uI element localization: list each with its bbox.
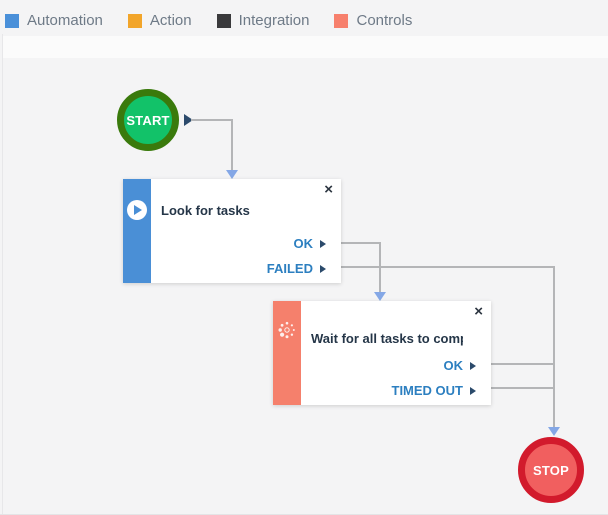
arrowhead-into-node1-icon — [226, 170, 238, 179]
output-arrow-icon — [470, 361, 476, 370]
start-node[interactable]: START — [117, 89, 179, 151]
legend-item-automation: Automation — [5, 12, 103, 29]
connector-failed-h — [341, 266, 555, 268]
legend-item-controls: Controls — [334, 12, 412, 29]
node-outputs: OK TIMED OUT — [311, 353, 476, 403]
connector-start-v — [231, 119, 233, 171]
legend-label: Action — [149, 12, 192, 29]
connector-timedout-h — [489, 387, 555, 389]
start-output-arrow-icon — [184, 114, 193, 126]
spinner-icon — [278, 321, 295, 339]
output-port-ok[interactable]: OK — [161, 231, 326, 256]
output-arrow-icon — [320, 264, 326, 273]
arrowhead-into-stop-icon — [548, 427, 560, 436]
node-category-stripe — [273, 301, 301, 405]
output-port-failed[interactable]: FAILED — [161, 256, 326, 281]
task-node-look-for-tasks[interactable]: × Look for tasks OK FAILED — [123, 179, 341, 283]
stop-node-label: STOP — [533, 462, 569, 478]
integration-swatch-icon — [216, 13, 231, 28]
task-node-wait-for-all-tasks[interactable]: × Wait for all tasks to compl... OK TIME… — [273, 301, 491, 405]
legend-label: Integration — [238, 12, 310, 29]
output-port-timed-out[interactable]: TIMED OUT — [311, 378, 476, 403]
legend-label: Controls — [356, 12, 413, 29]
node-category-stripe — [123, 179, 151, 283]
node-title: Look for tasks — [161, 203, 250, 218]
arrowhead-into-node2-icon — [374, 292, 386, 301]
action-swatch-icon — [127, 13, 142, 28]
output-port-label: OK — [293, 236, 314, 251]
connector-ok2-h — [489, 363, 555, 365]
legend-item-action: Action — [127, 12, 192, 29]
close-icon[interactable]: × — [474, 303, 483, 320]
output-arrow-icon — [470, 386, 476, 395]
node-outputs: OK FAILED — [161, 231, 326, 281]
start-node-label: START — [126, 112, 170, 128]
output-port-ok[interactable]: OK — [311, 353, 476, 378]
legend-label: Automation — [27, 12, 103, 29]
connector-start-h — [191, 119, 233, 121]
output-port-label: FAILED — [266, 261, 313, 276]
close-icon[interactable]: × — [324, 181, 333, 198]
canvas-left-edge — [2, 34, 3, 514]
canvas-strip — [3, 36, 608, 58]
controls-swatch-icon — [334, 13, 349, 28]
output-port-label: TIMED OUT — [391, 383, 464, 398]
legend-item-integration: Integration — [216, 12, 310, 29]
play-circle-icon — [127, 200, 147, 220]
output-arrow-icon — [320, 239, 326, 248]
connector-ok1-h — [341, 242, 381, 244]
node-title: Wait for all tasks to compl... — [311, 331, 463, 346]
connector-trunk-v — [553, 266, 555, 428]
automation-swatch-icon — [5, 13, 19, 28]
category-legend: Automation Action Integration Controls — [5, 12, 412, 29]
stop-node[interactable]: STOP — [518, 437, 584, 503]
output-port-label: OK — [443, 358, 464, 373]
